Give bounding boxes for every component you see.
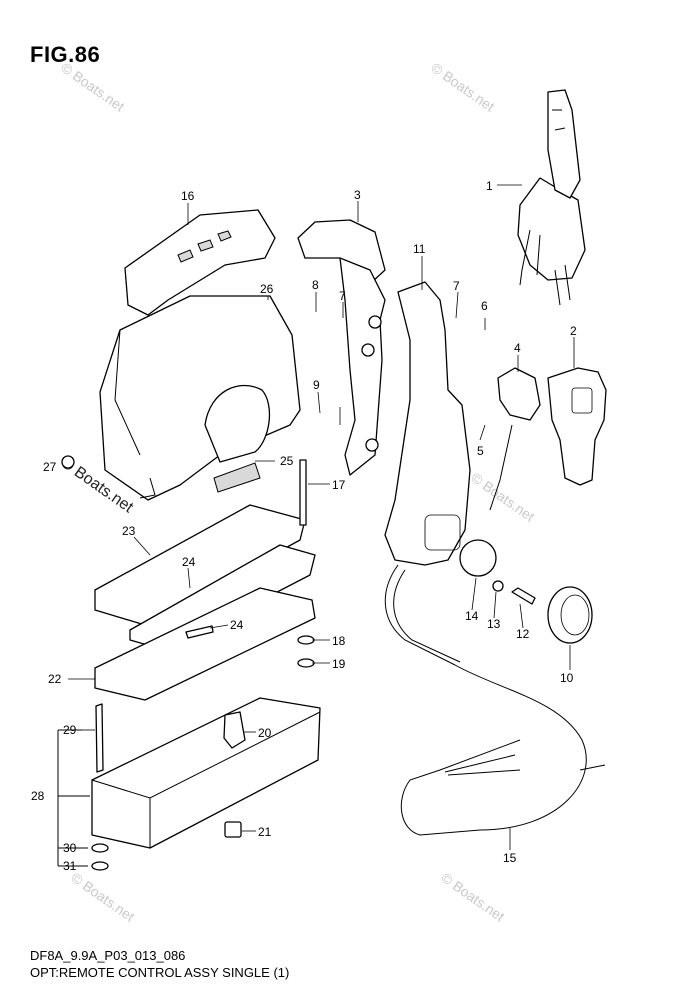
clip-small-part (224, 821, 242, 838)
washer-part (61, 455, 75, 469)
callout-label: 6 (481, 299, 488, 313)
watermark: © Boats.net (68, 869, 137, 924)
callout-label: 2 (570, 324, 577, 338)
nut-part (297, 658, 315, 668)
callout-label: 9 (313, 378, 320, 392)
screw-part (299, 459, 307, 526)
harness-part (384, 564, 606, 836)
screw-part (511, 587, 536, 605)
callout-label: 18 (332, 634, 346, 648)
leader-lines (68, 184, 575, 850)
callout-label: 30 (63, 841, 77, 855)
callout-label: 4 (514, 341, 521, 355)
callout-label: 15 (503, 851, 517, 865)
plate-part (213, 462, 261, 493)
switch-part (489, 367, 541, 511)
watermark: © Boats.net (438, 869, 507, 924)
callout-label: 25 (280, 454, 294, 468)
gasket-part (94, 587, 316, 701)
figure-code: DF8A_9.9A_P03_013_086 (30, 948, 186, 963)
callout-label: 31 (63, 859, 77, 873)
clip-part (223, 711, 246, 749)
base-box-part (91, 697, 321, 849)
callout-label: 20 (258, 726, 272, 740)
group-bracket (57, 729, 90, 867)
callout-label: 3 (354, 188, 361, 202)
callout-label: 23 (122, 524, 136, 538)
figure-title: FIG.86 (30, 42, 101, 67)
callout-label: 26 (260, 282, 274, 296)
callout-label: 8 (312, 278, 319, 292)
callout-label: 7 (453, 279, 460, 293)
bracket-part (94, 504, 316, 651)
callout-label: 13 (487, 617, 501, 631)
washer-part (492, 580, 504, 592)
figure-description: OPT:REMOTE CONTROL ASSY SINGLE (1) (30, 965, 290, 980)
callout-label: 11 (413, 242, 426, 256)
callout-label: 10 (560, 671, 574, 685)
pulley-part (547, 586, 593, 644)
housing-part (99, 295, 301, 501)
grip-part (547, 367, 607, 486)
nut-part (91, 861, 109, 871)
callout-label: 27 (43, 460, 57, 474)
callout-label: 17 (332, 478, 346, 492)
watermark: © Boats.net (428, 59, 497, 114)
callout-label: 7 (339, 289, 346, 303)
plate-disc-part (459, 539, 497, 577)
lever-cover-part (297, 219, 386, 476)
callout-label: 16 (181, 189, 195, 203)
cover-top-part (124, 209, 276, 316)
control-unit-part (517, 89, 586, 306)
watermark: © Boats.net (58, 59, 127, 114)
callout-label: 21 (258, 825, 272, 839)
callout-label: 14 (465, 609, 479, 623)
callout-label: 24 (230, 618, 244, 632)
watermark: © Boats.net (468, 469, 537, 524)
callout-label: 28 (31, 789, 45, 803)
callout-label: 29 (63, 723, 77, 737)
callout-label: 12 (516, 627, 530, 641)
callout-label: 24 (182, 555, 196, 569)
lever-arm-part (384, 281, 471, 566)
callout-label: 22 (48, 672, 62, 686)
callout-label: 1 (486, 179, 493, 193)
washer-part (297, 635, 315, 645)
callout-label: 5 (477, 444, 484, 458)
callout-labels: 1 2 3 4 5 6 7 7 8 9 10 11 12 13 14 15 16… (31, 179, 577, 873)
washer-part (91, 843, 109, 853)
screw-part (95, 703, 104, 773)
screw-part (185, 625, 214, 639)
callout-label: 19 (332, 657, 346, 671)
